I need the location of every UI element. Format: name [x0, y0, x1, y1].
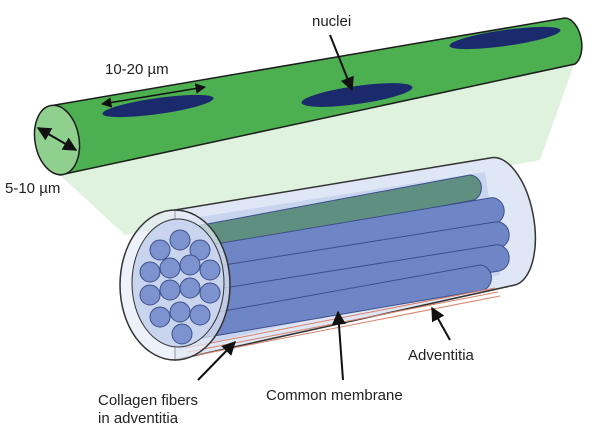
axon-cross-sections: [139, 229, 221, 345]
collagen-label-line1: Collagen fibers: [98, 392, 198, 409]
nuclei-arrow: [329, 34, 354, 92]
collagen-label-line2: in adventitia: [98, 410, 179, 427]
projection-shading: [60, 62, 575, 235]
diameter-arrow: [36, 127, 78, 151]
nucleus: [301, 83, 413, 107]
adventitia-label: Adventitia: [408, 347, 475, 364]
adventitia-arrow: [431, 306, 451, 341]
nuclei-label: nuclei: [312, 13, 351, 30]
length-arrow: [100, 83, 207, 108]
axon-tubes: [174, 174, 510, 341]
fiber-diameter-label: 5-10 µm: [5, 180, 60, 197]
membrane-arrow: [331, 310, 346, 381]
collagen-arrow: [197, 340, 236, 381]
common-membrane-label: Common membrane: [266, 387, 403, 404]
nucleus: [449, 26, 561, 50]
nerve-bundle: [119, 156, 537, 361]
nucleus-length-label: 10-20 µm: [105, 61, 169, 78]
